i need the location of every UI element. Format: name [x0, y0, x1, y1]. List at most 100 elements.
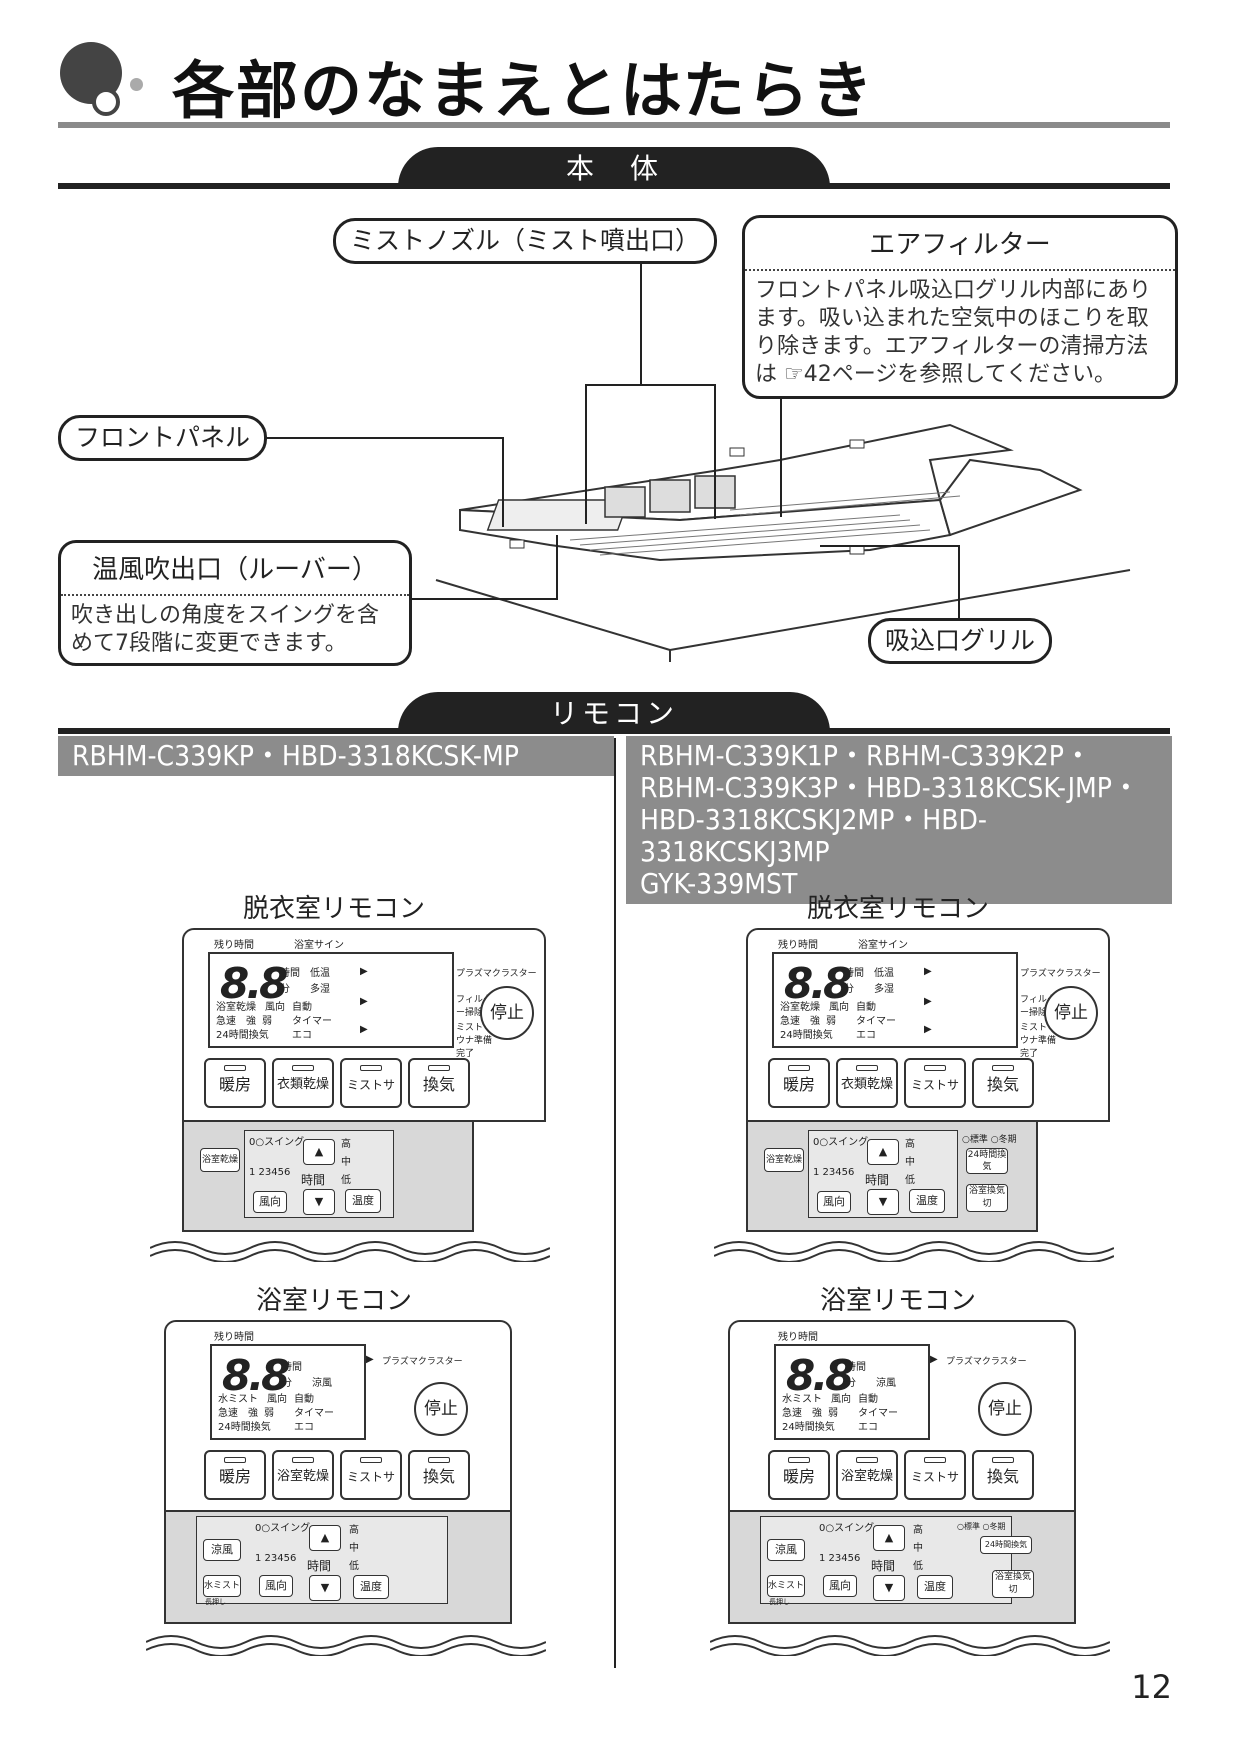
mist-sauna-button[interactable]: ミストサウナ: [340, 1450, 402, 1534]
temp-button[interactable]: 温度: [909, 1189, 945, 1213]
time-label: 時間: [307, 1559, 332, 1573]
model-list-right: RBHM-C339K1P・RBHM-C339K2P・ RBHM-C339K3P・…: [626, 736, 1172, 904]
heat-button[interactable]: 暖房: [768, 1450, 830, 1500]
swing-label: 0○スイング: [249, 1137, 305, 1148]
down-arrow-icon[interactable]: ▼: [309, 1575, 341, 1601]
bath-dry-small-button[interactable]: 浴室乾燥: [200, 1148, 240, 1172]
callout-air-filter: エアフィルター フロントパネル吸込口グリル内部にあります。吸い込まれた空気中のほ…: [742, 215, 1178, 399]
standard-winter-label: ○標準 ○冬期: [962, 1135, 1017, 1145]
lcd-hour: 時間: [282, 1362, 302, 1373]
water-mist-button[interactable]: 水ミスト: [203, 1575, 241, 1597]
lcd-wind-dir: 風向: [831, 1394, 851, 1405]
bathroom-remote-left: 残り時間 8.8 時間 分 涼風 水ミスト 風向 自動 急速 強 弱 タイマー …: [164, 1320, 524, 1624]
lcd-strong: 強: [246, 1016, 256, 1027]
bath-dry-button[interactable]: 浴室乾燥: [836, 1450, 898, 1500]
water-mist-button[interactable]: 水ミスト: [767, 1575, 805, 1597]
mist-ready-label: ミストサウナ準備完了: [1020, 1023, 1057, 1059]
lcd-bath-dry: 浴室乾燥: [216, 1002, 256, 1013]
wind-dir-button[interactable]: 風向: [253, 1191, 287, 1213]
model-line: GYK-339MST: [640, 867, 798, 900]
header-bullet-small-icon: [92, 88, 120, 116]
wind-dir-button[interactable]: 風向: [823, 1575, 857, 1597]
level-low: 低: [349, 1561, 359, 1572]
level-low: 低: [341, 1175, 351, 1186]
wind-dir-button[interactable]: 風向: [817, 1191, 851, 1213]
cloth-dry-button[interactable]: 衣類乾燥: [836, 1058, 898, 1108]
lcd-wind-dir: 風向: [265, 1002, 285, 1013]
down-arrow-icon[interactable]: ▼: [873, 1575, 905, 1601]
leader-line: [585, 384, 587, 524]
down-arrow-icon[interactable]: ▼: [867, 1189, 899, 1215]
mist-sauna-button[interactable]: ミストサウナ: [904, 1450, 966, 1534]
header-bullet-dot-icon: [130, 78, 143, 91]
bath-dry-button[interactable]: 浴室乾燥: [272, 1450, 334, 1500]
heat-button[interactable]: 暖房: [204, 1450, 266, 1500]
lcd-minute: 分: [846, 1378, 856, 1389]
temp-button[interactable]: 温度: [345, 1189, 381, 1213]
bathroom-remote-right: 残り時間 8.8 時間 分 涼風 水ミスト 風向 自動 急速 強 弱 タイマー …: [728, 1320, 1088, 1624]
bath-vent-off-button[interactable]: 浴室換気切: [966, 1184, 1008, 1212]
wind-dir-button[interactable]: 風向: [259, 1575, 293, 1597]
cool-button[interactable]: 涼風: [767, 1539, 805, 1561]
standard-winter-label: ○標準 ○冬期: [957, 1522, 1006, 1531]
filter-label: フィルター掃除: [1020, 995, 1056, 1018]
stop-button[interactable]: 停止: [1044, 986, 1098, 1040]
cool-button[interactable]: 涼風: [203, 1539, 241, 1561]
vent24-button[interactable]: 24時間換気: [980, 1536, 1032, 1554]
up-arrow-icon[interactable]: ▲: [309, 1525, 341, 1551]
level-low: 低: [905, 1175, 915, 1186]
stop-button[interactable]: 停止: [414, 1382, 468, 1436]
lcd-fast: 急速: [782, 1408, 802, 1419]
air-filter-description: フロントパネル吸込口グリル内部にあります。吸い込まれた空気中のほこりを取り除きま…: [755, 278, 1152, 387]
lcd-timer: タイマー: [294, 1408, 334, 1419]
lcd-water-mist: 水ミスト: [782, 1394, 822, 1405]
stop-button[interactable]: 停止: [480, 986, 534, 1040]
level-high: 高: [349, 1525, 359, 1536]
swing-time-panel: 涼風 水ミスト 長押し 0○スイング 1 23456 風向 ▲ 時間 ▼ 高 中…: [760, 1516, 1012, 1606]
mist-sauna-button[interactable]: ミストサウナ: [904, 1058, 966, 1142]
vent24-button[interactable]: 24時間換気: [966, 1148, 1008, 1174]
lcd-timer: タイマー: [856, 1016, 896, 1027]
heat-button[interactable]: 暖房: [204, 1058, 266, 1108]
bath-dry-small-button[interactable]: 浴室乾燥: [764, 1148, 804, 1172]
lcd-minute: 分: [280, 984, 290, 995]
leader-line: [780, 397, 782, 517]
up-arrow-icon[interactable]: ▲: [873, 1525, 905, 1551]
callout-intake-grille: 吸込口グリル: [868, 618, 1053, 664]
changing-room-remote-title-right: 脱衣室リモコン: [806, 894, 989, 924]
temp-button[interactable]: 温度: [917, 1575, 953, 1599]
remote-lower-panel: 浴室乾燥 0○スイング 1 23456 風向 ▲ 時間 ▼ 高 中 低 温度 ○…: [746, 1120, 1038, 1232]
temp-button[interactable]: 温度: [353, 1575, 389, 1599]
lcd-bath-sign-label: 浴室サイン: [858, 940, 908, 951]
up-arrow-icon[interactable]: ▲: [867, 1139, 899, 1165]
heat-button[interactable]: 暖房: [768, 1058, 830, 1108]
swing-time-panel: 0○スイング 1 23456 風向 ▲ 時間 ▼ 高 中 低 温度: [808, 1130, 958, 1218]
lcd-weak: 弱: [826, 1016, 836, 1027]
model-list-left: RBHM-C339KP・HBD-3318KCSK-MP: [58, 736, 614, 776]
stop-button[interactable]: 停止: [978, 1382, 1032, 1436]
lcd-fast: 急速: [780, 1016, 800, 1027]
up-arrow-icon[interactable]: ▲: [303, 1139, 335, 1165]
louver-title: 温風吹出口（ルーバー）: [61, 543, 409, 596]
lcd-weak: 弱: [264, 1408, 274, 1419]
vent-button[interactable]: 換気: [972, 1058, 1034, 1108]
leader-line: [556, 535, 558, 600]
long-press-label: 長押し: [205, 1598, 226, 1606]
lcd-remaining-label: 残り時間: [214, 1332, 254, 1343]
lcd-bath-sign-label: 浴室サイン: [294, 940, 344, 951]
lcd-arrow-icon: ▶: [360, 1024, 368, 1035]
section-tab-remote: リモコン: [398, 692, 830, 732]
vent-button[interactable]: 換気: [972, 1450, 1034, 1500]
bath-vent-off-button[interactable]: 浴室換気切: [992, 1570, 1034, 1598]
down-arrow-icon[interactable]: ▼: [303, 1189, 335, 1215]
mist-sauna-button[interactable]: ミストサウナ: [340, 1058, 402, 1142]
callout-front-panel: フロントパネル: [58, 415, 268, 461]
bathroom-remote-title-right: 浴室リモコン: [819, 1286, 976, 1316]
vent-button[interactable]: 換気: [408, 1450, 470, 1500]
leader-line: [820, 545, 960, 547]
plasma-label: プラズマクラスター: [456, 969, 537, 979]
vent-button[interactable]: 換気: [408, 1058, 470, 1108]
lcd-eco: エコ: [294, 1422, 314, 1433]
leader-line: [585, 384, 715, 386]
cloth-dry-button[interactable]: 衣類乾燥: [272, 1058, 334, 1108]
